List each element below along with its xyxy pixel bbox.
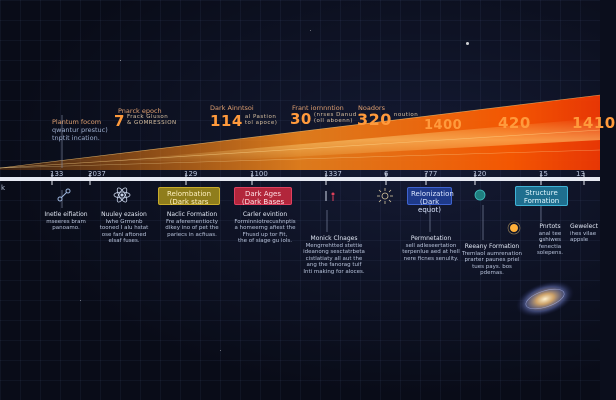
number-1410: 1410	[572, 114, 616, 132]
label-line: tnptit incation.	[52, 134, 100, 142]
axis-tick-label: 1337	[324, 170, 342, 178]
label-planck-epoch: Plantum focom qwantur prestuc) tnptit in…	[52, 118, 108, 142]
box-line: (Dark Bases	[241, 198, 285, 206]
label-noadors: Noadors	[358, 104, 385, 112]
star	[540, 240, 542, 242]
axis-tick-label: 2037	[88, 170, 106, 178]
label-title: Plantum focom	[52, 118, 102, 126]
box-line: Relonization	[411, 190, 454, 198]
era-box-dark-ages[interactable]: Dark Ages (Dark Bases	[234, 187, 292, 206]
box-line: (Dark equot)	[418, 198, 441, 214]
star	[310, 30, 311, 31]
axis-tick-label: 129	[184, 170, 198, 178]
number-420: 420	[498, 114, 531, 132]
star	[466, 42, 469, 45]
tick-marks	[51, 173, 585, 185]
label-title: Dark Ainntsoi	[210, 104, 254, 112]
box-line: Relombation	[166, 190, 212, 198]
star-burst-icon	[376, 187, 394, 205]
molecule-icon	[56, 187, 72, 203]
axis-tick-label: 133	[50, 170, 64, 178]
axis-tick-label: 15	[539, 170, 548, 178]
sun-icon	[507, 221, 521, 235]
axis-tick-label: 777	[424, 170, 438, 178]
planet-icon	[472, 187, 488, 203]
label-dark-ainntsoi: Dark Ainntsoi	[210, 104, 254, 112]
axis-tick-label: 13	[576, 170, 585, 178]
label-frant: Frant iornnntion	[292, 104, 344, 112]
number-30: 30(nrses Danud(oll aboenn)	[290, 110, 357, 128]
label-title: Frant iornnntion	[292, 104, 344, 112]
box-line: Dark Ages	[244, 190, 282, 198]
era-box-structure-formation[interactable]: Structure Formation	[515, 186, 568, 206]
era-box-recombination[interactable]: Relombation (Dark stars	[158, 187, 220, 206]
era-box-reionization[interactable]: Relonization (Dark equot)	[407, 187, 454, 214]
label-title: Noadors	[358, 104, 385, 112]
star	[80, 300, 81, 301]
timeline-axis	[0, 177, 600, 181]
label-title: Pnarck epoch	[118, 107, 162, 115]
galaxy-icon	[514, 275, 576, 323]
number-1400: 1400	[424, 118, 463, 133]
box-line: Formation	[523, 197, 560, 205]
label-line: qwantur prestuc)	[52, 126, 108, 134]
star	[220, 350, 221, 351]
star	[120, 60, 121, 61]
axis-left-label: k	[1, 184, 6, 192]
axis-tick-label: 6	[384, 170, 389, 178]
axis-tick-label: 120	[473, 170, 487, 178]
box-line: (Dark stars	[169, 198, 209, 206]
universe-expansion-graphic	[0, 94, 601, 240]
expansion-glow	[120, 118, 600, 162]
atom-icon	[113, 186, 131, 204]
box-line: Structure	[525, 189, 558, 197]
expansion-beam	[0, 95, 600, 170]
axis-tick-label: 1100	[250, 170, 268, 178]
particles-icon	[322, 188, 338, 204]
label-quark-epoch: Pnarck epoch	[118, 107, 162, 115]
